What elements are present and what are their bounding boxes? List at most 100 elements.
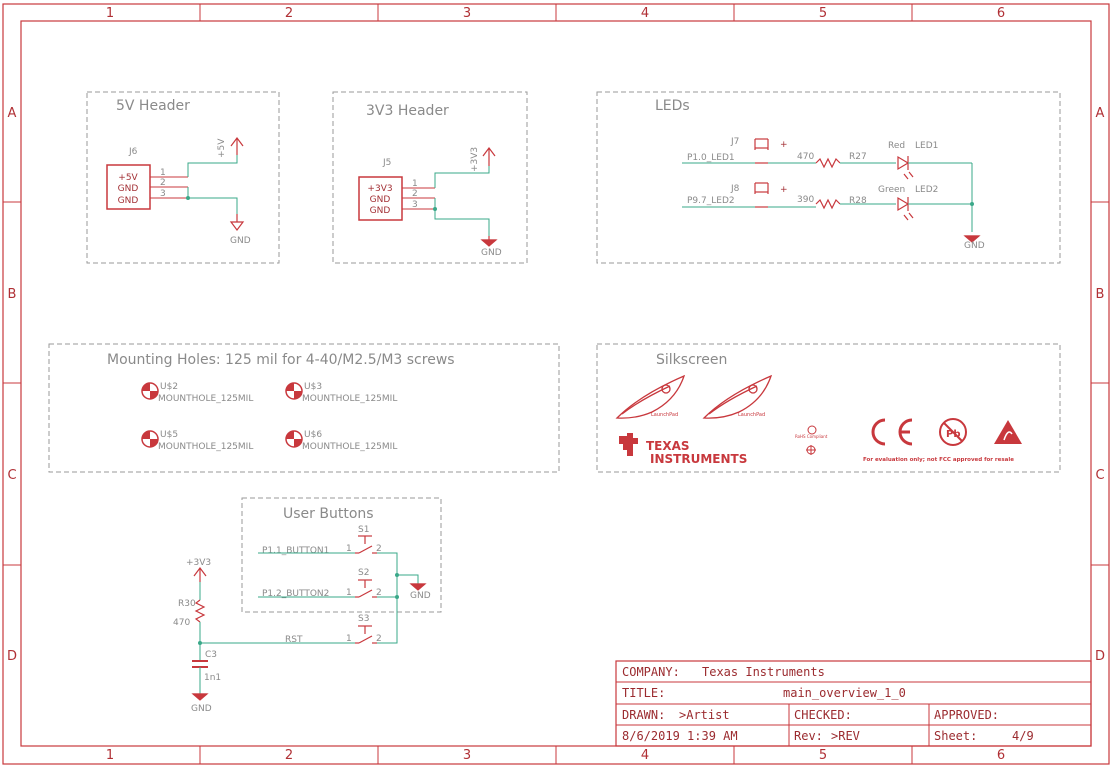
mounthole-ref: U$6	[304, 430, 322, 440]
group-border	[48, 343, 560, 473]
pushbutton-icon	[355, 579, 377, 598]
col-label-top: 5	[819, 6, 827, 21]
ti-text: TEXAS	[646, 439, 690, 453]
col-label-bottom: 6	[997, 748, 1005, 763]
pin-name: GND	[118, 184, 139, 194]
launchpad-text: LaunchPad	[651, 412, 678, 418]
resistor-value: 390	[797, 195, 814, 205]
pushbutton-icon	[355, 625, 377, 644]
switch-ref: S3	[358, 614, 369, 624]
grid-dividers	[3, 4, 1109, 764]
col-label-top: 4	[641, 6, 649, 21]
supply-arrow-icon	[193, 567, 207, 582]
row-label-right: A	[1096, 106, 1105, 121]
resistor-icon	[194, 599, 206, 623]
pin-name: GND	[118, 196, 139, 206]
connector-ref: J5	[382, 158, 391, 168]
ground-symbol-icon	[480, 236, 498, 247]
mounthole-ref: U$2	[160, 382, 178, 392]
col-label-top: 6	[997, 6, 1005, 21]
fcc-note: For evaluation only; not FCC approved fo…	[863, 457, 1014, 463]
pin-number: 1	[346, 634, 352, 644]
drawn-label: DRAWN:	[622, 708, 665, 722]
net-label: RST	[285, 635, 303, 645]
supply-arrow-icon	[482, 147, 496, 166]
junction	[395, 595, 399, 599]
switch-ref: S1	[358, 525, 369, 535]
group-title: Mounting Holes: 125 mil for 4-40/M2.5/M3…	[107, 352, 455, 368]
capacitor-icon	[192, 660, 208, 668]
switch-ref: S2	[358, 568, 369, 578]
ground-symbol-icon	[963, 235, 981, 243]
pin-number: 3	[412, 200, 418, 210]
pin-name: GND	[370, 206, 391, 216]
plus-mark: +	[780, 185, 788, 195]
row-label-right: C	[1095, 468, 1104, 483]
col-label-bottom: 1	[106, 748, 114, 763]
group-5v-header: 5V Header J6 +5V GND GND 1 2 3 +5V GND	[86, 91, 280, 264]
date-value: 8/6/2019 1:39 AM	[622, 729, 738, 743]
ti-logo: TEXAS INSTRUMENTS	[619, 433, 747, 466]
net-label: P1.2_BUTTON2	[262, 589, 329, 599]
group-border	[241, 497, 442, 613]
supply-label: +3V3	[470, 147, 480, 172]
company-label: COMPANY:	[622, 665, 680, 679]
group-border	[596, 91, 1061, 264]
checked-label: CHECKED:	[794, 708, 852, 722]
junction	[433, 207, 437, 211]
led-ref: LED1	[915, 141, 938, 151]
col-label-top: 3	[463, 6, 471, 21]
col-label-bottom: 5	[819, 748, 827, 763]
group-title: LEDs	[655, 98, 690, 114]
connector-ref: J6	[128, 147, 138, 157]
mounthole-value: MOUNTHOLE_125MIL	[158, 442, 253, 452]
junction	[186, 196, 190, 200]
group-title: Silkscreen	[656, 352, 727, 368]
ground-label: GND	[191, 704, 212, 714]
ground-label: GND	[481, 248, 502, 258]
pin-number: 2	[376, 544, 382, 554]
group-user-buttons: User Buttons S1 P1.1_BUTTON1 1 2 S2 P1.2…	[173, 497, 442, 714]
mounthole: U$6 MOUNTHOLE_125MIL	[285, 430, 397, 452]
row-label-left: C	[7, 468, 16, 483]
jumper-ref: J8	[730, 184, 740, 194]
pin-number: 1	[412, 179, 418, 189]
row-label-left: A	[8, 106, 17, 121]
mounthole: U$3 MOUNTHOLE_125MIL	[285, 382, 397, 404]
svg-text:Pb: Pb	[946, 429, 961, 440]
junction	[970, 202, 974, 206]
net-label: P1.1_BUTTON1	[262, 546, 329, 556]
led-icon	[897, 196, 914, 221]
pin-name: GND	[370, 195, 391, 205]
capacitor-ref: C3	[205, 650, 217, 660]
led-ref: LED2	[915, 185, 938, 195]
title-value: main_overview_1_0	[783, 686, 906, 700]
col-label-bottom: 4	[641, 748, 649, 763]
col-label-top: 2	[285, 6, 293, 21]
ground-symbol-icon	[191, 693, 209, 701]
net-label: P9.7_LED2	[687, 196, 735, 206]
ground-symbol-icon	[229, 214, 245, 231]
group-3v3-header: 3V3 Header J5 +3V3 GND GND 1 2 3 +3V3 GN…	[332, 91, 528, 264]
group-border	[332, 91, 528, 264]
row-label-right: D	[1095, 649, 1105, 664]
esd-warning-icon	[994, 420, 1022, 444]
approved-label: APPROVED:	[934, 708, 999, 722]
jumper-ref: J7	[730, 137, 739, 147]
supply-arrow-icon	[230, 137, 244, 155]
small-logo-text: RoHS Compliant	[795, 434, 828, 439]
pin-number: 1	[346, 588, 352, 598]
col-label-bottom: 3	[463, 748, 471, 763]
launchpad-text: LaunchPad	[738, 412, 765, 418]
mounthole-ref: U$3	[304, 382, 322, 392]
rev-value: >REV	[831, 729, 860, 743]
rohs-small-logo: RoHS Compliant	[795, 425, 828, 455]
led-color: Red	[888, 141, 905, 151]
resistor-icon	[815, 198, 841, 210]
pin-number: 2	[412, 189, 418, 199]
ti-text: INSTRUMENTS	[650, 452, 747, 466]
supply-label: +5V	[217, 138, 227, 158]
rev-label: Rev:	[794, 729, 823, 743]
capacitor-value: 1n1	[204, 673, 221, 683]
jumper-icon	[754, 138, 769, 164]
